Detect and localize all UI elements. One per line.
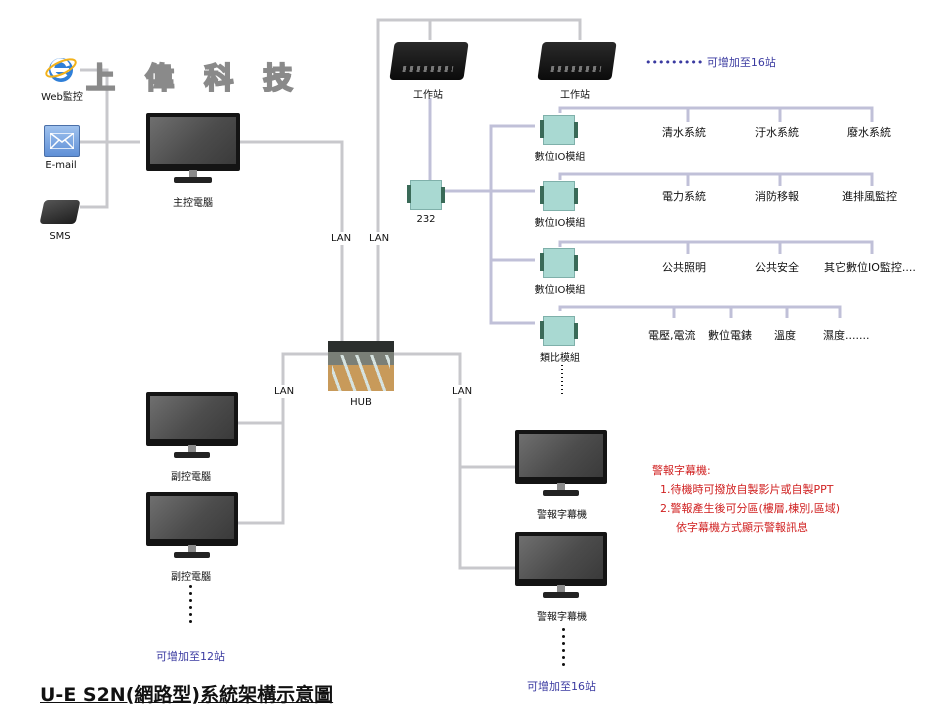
module-label: 數位IO模組	[534, 218, 586, 229]
alarm-more-dots	[562, 628, 566, 670]
module-label: 數位IO模組	[534, 152, 586, 163]
internet-explorer-icon[interactable]	[44, 52, 78, 86]
system-item: 清水系統	[662, 126, 706, 139]
main-pc-label: 主控電腦	[173, 198, 213, 209]
alarm-note-line: 依字幕機方式顯示警報訊息	[676, 521, 808, 534]
wire-ws-hub	[376, 18, 582, 341]
wire-sys4	[558, 305, 842, 318]
sub-pc-monitor-1[interactable]	[146, 392, 238, 460]
sub-pc-label: 副控電腦	[171, 572, 211, 583]
rs232-converter[interactable]	[407, 180, 445, 210]
wire-sys3	[558, 240, 874, 254]
wire-notify-bus	[80, 68, 109, 209]
system-item: 廢水系統	[847, 126, 891, 139]
digital-io-module-3[interactable]	[540, 248, 578, 278]
web-monitor-label: Web監控	[41, 92, 83, 103]
system-item: 電力系統	[662, 190, 706, 203]
diagram-title: U-E S2N(網路型)系統架構示意圖	[40, 684, 334, 706]
wire-main-hub	[240, 140, 344, 341]
workstation-label: 工作站	[413, 90, 443, 101]
workstation-2[interactable]	[537, 42, 617, 80]
lan-label: LAN	[369, 232, 390, 245]
workstation-label: 工作站	[560, 90, 590, 101]
alarm-display-label: 警報字幕機	[537, 612, 587, 623]
system-item: 公共安全	[755, 261, 799, 274]
sub-pc-more-dots	[189, 585, 193, 627]
sub-pc-label: 副控電腦	[171, 472, 211, 483]
hub-label: HUB	[350, 397, 372, 408]
system-item: 電壓,電流	[648, 329, 696, 342]
workstation-expand-note: ••••••••• 可增加至16站	[645, 56, 776, 69]
digital-io-module-1[interactable]	[540, 115, 578, 145]
system-item: 數位電錶	[708, 329, 752, 342]
lan-label: LAN	[452, 385, 473, 398]
sub-pc-expand-note: 可增加至12站	[156, 650, 225, 663]
system-item: 消防移報	[755, 190, 799, 203]
email-label: E-mail	[45, 160, 77, 171]
alarm-display-1[interactable]	[515, 430, 607, 498]
lan-label: LAN	[274, 385, 295, 398]
system-item: 公共照明	[662, 261, 706, 274]
system-item: 濕度.......	[823, 329, 870, 342]
system-item: 溫度	[774, 329, 796, 342]
alarm-display-2[interactable]	[515, 532, 607, 600]
system-item: 進排風監控	[842, 190, 897, 203]
wire-hub-alarm	[394, 352, 515, 570]
system-item: 其它數位IO監控....	[824, 261, 916, 274]
alarm-note-line: 2.警報產生後可分區(樓層,棟別,區域)	[660, 502, 841, 515]
wire-sys1	[558, 106, 874, 122]
email-icon[interactable]	[44, 125, 80, 157]
network-hub[interactable]	[328, 341, 394, 391]
system-item: 汙水系統	[755, 126, 799, 139]
digital-io-module-2[interactable]	[540, 181, 578, 211]
wire-sys2	[558, 172, 874, 186]
main-pc-monitor[interactable]	[146, 113, 240, 185]
company-logo: 上 偉 科 技	[85, 60, 303, 96]
sms-label: SMS	[49, 231, 71, 242]
sms-modem-icon[interactable]	[39, 200, 81, 224]
alarm-display-note: 警報字幕機: 1.待機時可撥放自製影片或自製PPT 2.警報產生後可分區(樓層,…	[652, 461, 840, 537]
sub-pc-monitor-2[interactable]	[146, 492, 238, 560]
module-label: 數位IO模組	[534, 285, 586, 296]
alarm-note-title: 警報字幕機:	[652, 464, 711, 477]
analog-module[interactable]	[540, 316, 578, 346]
wire-hub-sub	[238, 352, 328, 525]
module-label: 類比模組	[540, 353, 580, 364]
workstation-1[interactable]	[389, 42, 469, 80]
lan-label: LAN	[331, 232, 352, 245]
alarm-expand-note: 可增加至16站	[527, 680, 596, 693]
alarm-display-label: 警報字幕機	[537, 510, 587, 521]
alarm-note-line: 1.待機時可撥放自製影片或自製PPT	[660, 483, 834, 496]
rs232-label: 232	[416, 214, 436, 225]
wire-io-bus	[489, 124, 535, 325]
